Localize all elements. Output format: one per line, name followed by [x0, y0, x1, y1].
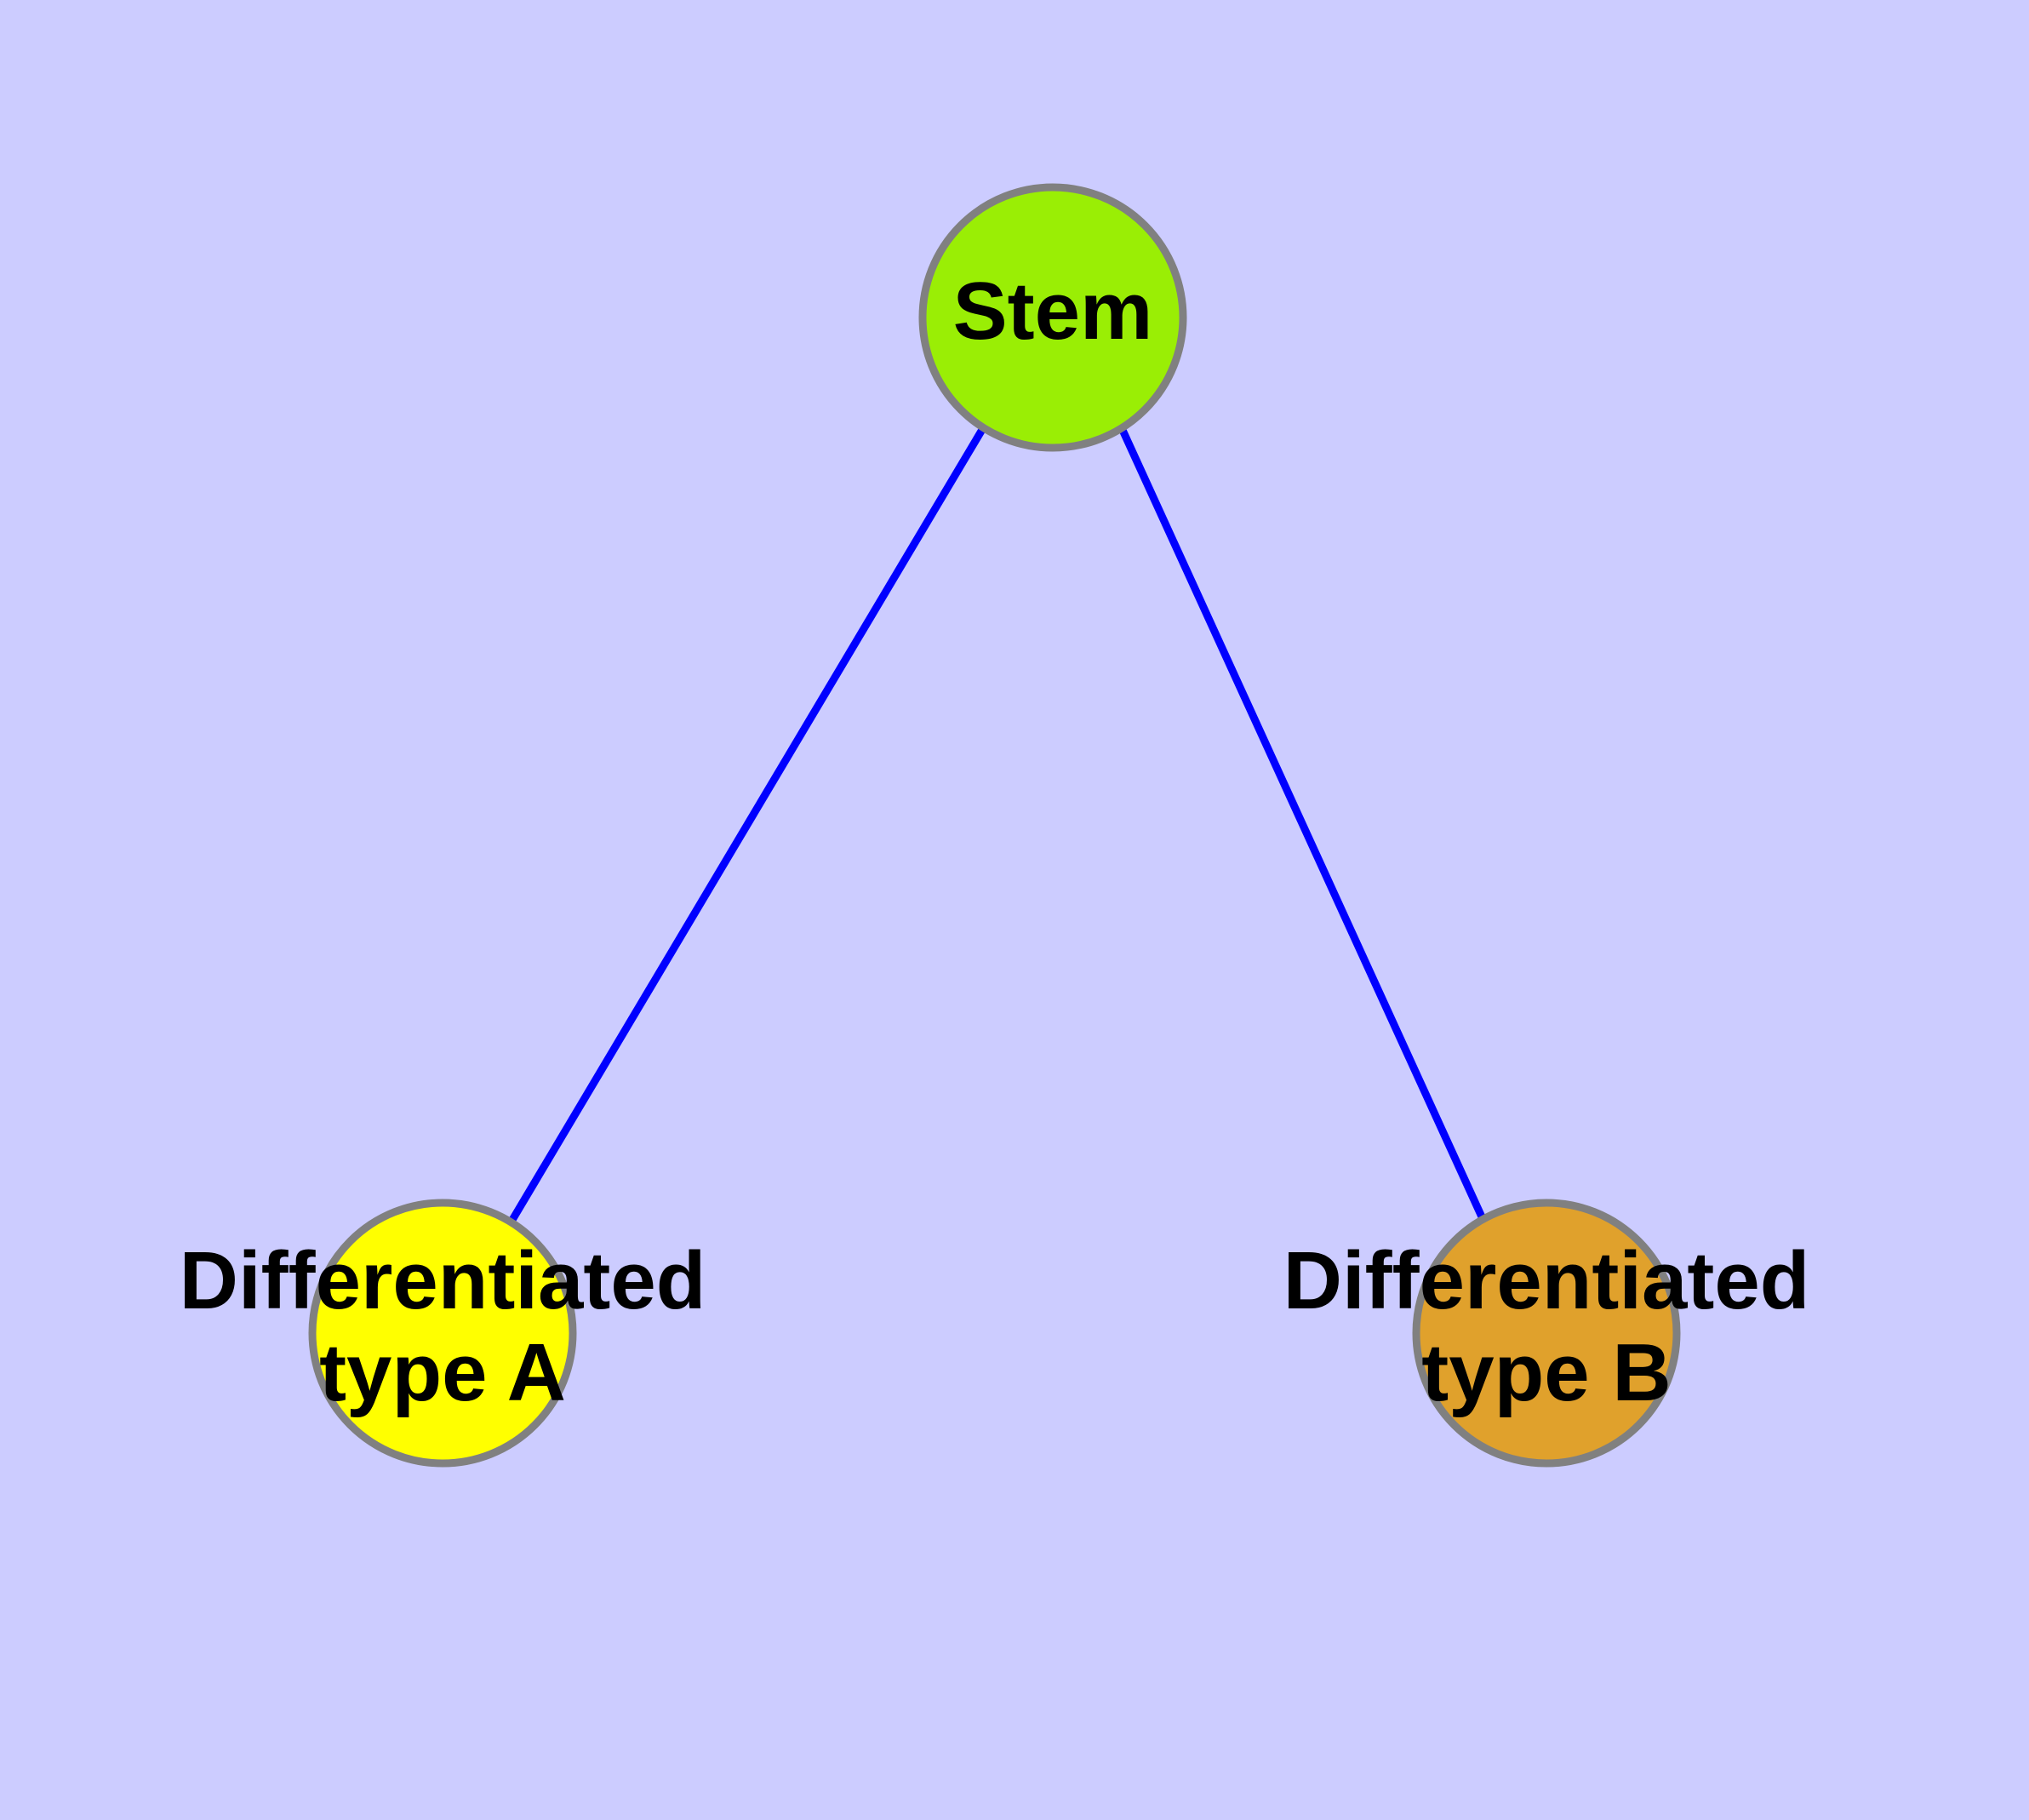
edge-stem-to-diff_b[interactable] — [1117, 426, 1489, 1224]
node-label-line: type B — [1421, 1327, 1671, 1418]
node-label-line: Differentiated — [180, 1236, 706, 1327]
node-label-stem: Stem — [953, 266, 1153, 357]
node-label-line: type A — [319, 1327, 566, 1418]
edge-stem-to-diff_a[interactable] — [509, 426, 986, 1222]
node-label-line: Differentiated — [1283, 1236, 1810, 1327]
nodes-layer — [308, 183, 1681, 1468]
node-label-line: Stem — [953, 266, 1153, 357]
node-stem[interactable] — [918, 183, 1187, 452]
edges-layer — [509, 426, 1489, 1224]
node-diff_a[interactable] — [308, 1199, 577, 1468]
node-diff_b[interactable] — [1412, 1199, 1681, 1468]
